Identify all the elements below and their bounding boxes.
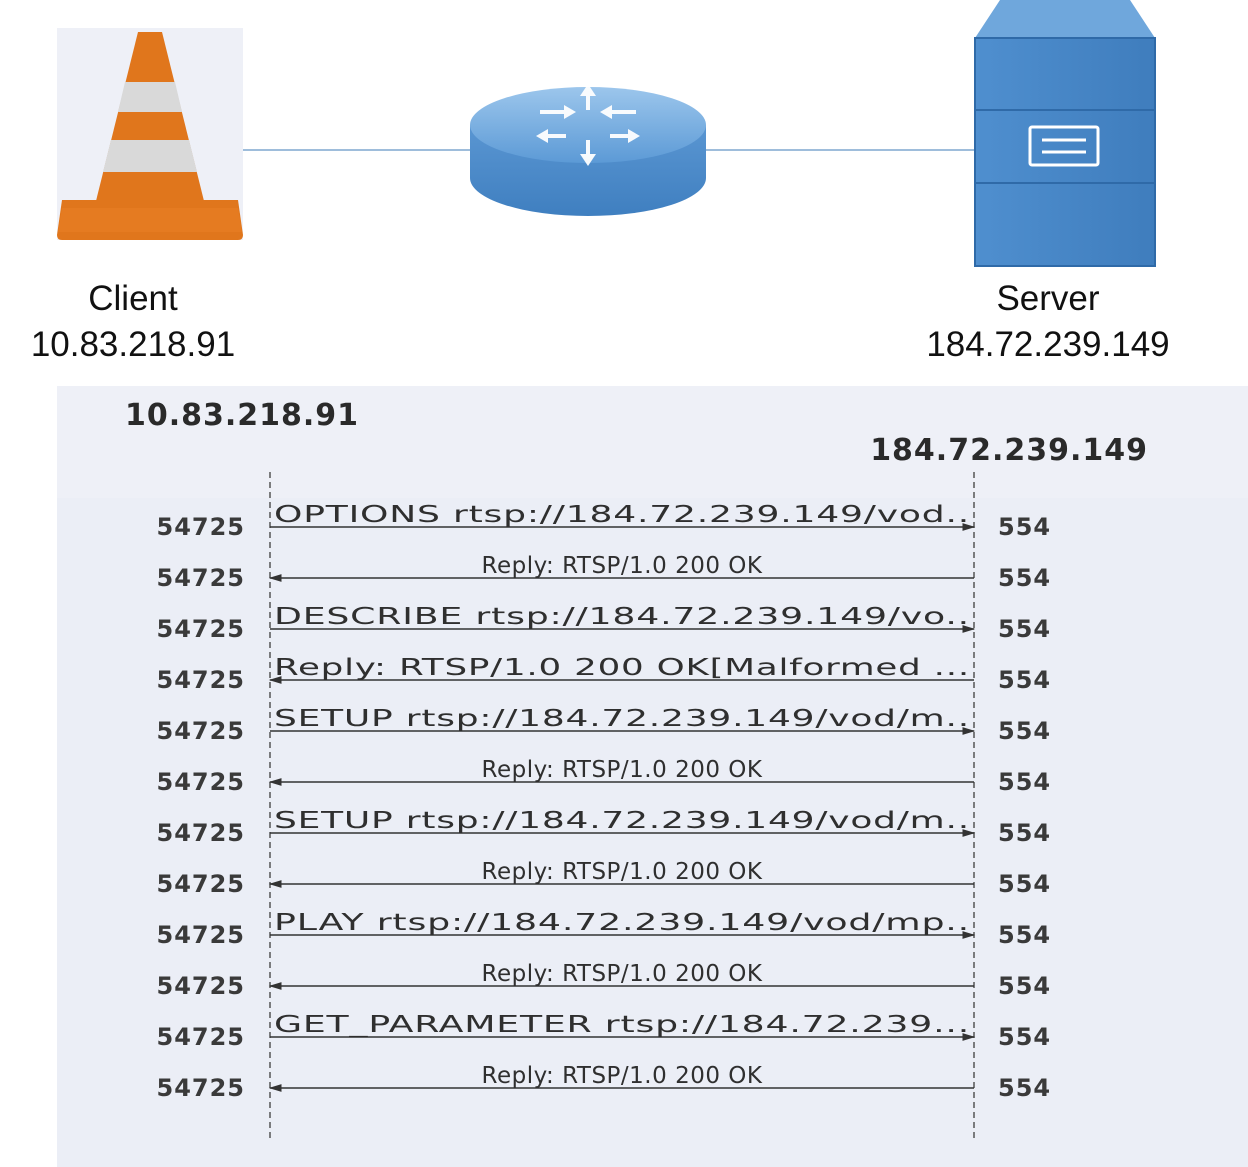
client-cone-icon — [57, 28, 243, 240]
client-port-label: 54725 — [157, 819, 246, 847]
server-port-label: 554 — [998, 666, 1051, 694]
message-label: Reply: RTSP/1.0 200 OK — [482, 553, 763, 579]
client-port-label: 54725 — [157, 1074, 246, 1102]
flow-row: 54725 554 OPTIONS rtsp://184.72.239.149/vo… — [157, 502, 1051, 541]
message-label: Reply: RTSP/1.0 200 OK — [482, 859, 763, 885]
message-label: PLAY rtsp://184.72.239.149/vod/mp.. — [274, 910, 970, 936]
client-port-label: 54725 — [157, 717, 246, 745]
server-name-label: Server — [996, 279, 1099, 318]
server-port-label: 554 — [998, 870, 1051, 898]
flow-row: 54725 554 SETUP rtsp://184.72.239.149/vod/… — [157, 808, 1051, 847]
server-port-label: 554 — [998, 717, 1051, 745]
flow-client-host: 10.83.218.91 — [125, 398, 359, 433]
client-port-label: 54725 — [157, 513, 246, 541]
flow-row: 54725 554 GET_PARAMETER rtsp://184.72.239.… — [157, 1012, 1051, 1051]
message-label: DESCRIBE rtsp://184.72.239.149/vo.. — [274, 604, 970, 630]
flow-row: 54725 554 DESCRIBE rtsp://184.72.239.149/v… — [157, 604, 1051, 643]
client-port-label: 54725 — [157, 564, 246, 592]
message-label: Reply: RTSP/1.0 200 OK — [482, 1063, 763, 1089]
client-port-label: 54725 — [157, 768, 246, 796]
flow-row: 54725 554 Reply: RTSP/1.0 200 OK[Malformed… — [157, 655, 1051, 694]
client-name-label: Client — [88, 279, 178, 318]
message-label: OPTIONS rtsp://184.72.239.149/vod.. — [274, 502, 970, 528]
flow-row: 54725 554 Reply: RTSP/1.0 200 OK — [157, 757, 1051, 796]
message-label: SETUP rtsp://184.72.239.149/vod/m.. — [274, 706, 970, 732]
client-port-label: 54725 — [157, 921, 246, 949]
server-port-label: 554 — [998, 564, 1051, 592]
client-port-label: 54725 — [157, 666, 246, 694]
client-port-label: 54725 — [157, 1023, 246, 1051]
server-port-label: 554 — [998, 513, 1051, 541]
flow-row: 54725 554 Reply: RTSP/1.0 200 OK — [157, 553, 1051, 592]
server-port-label: 554 — [998, 972, 1051, 1000]
client-ip-label: 10.83.218.91 — [31, 325, 235, 364]
server-port-label: 554 — [998, 921, 1051, 949]
message-label: Reply: RTSP/1.0 200 OK[Malformed ... — [274, 655, 970, 681]
flow-server-host: 184.72.239.149 — [870, 433, 1148, 468]
flow-row: 54725 554 SETUP rtsp://184.72.239.149/vod/… — [157, 706, 1051, 745]
server-port-label: 554 — [998, 768, 1051, 796]
flow-row: 54725 554 Reply: RTSP/1.0 200 OK — [157, 1063, 1051, 1102]
flow-row: 54725 554 Reply: RTSP/1.0 200 OK — [157, 961, 1051, 1000]
flow-row: 54725 554 PLAY rtsp://184.72.239.149/vod/m… — [157, 910, 1051, 949]
server-port-label: 554 — [998, 1074, 1051, 1102]
message-label: SETUP rtsp://184.72.239.149/vod/m.. — [274, 808, 970, 834]
flow-rows: 54725 554 OPTIONS rtsp://184.72.239.149/vo… — [157, 502, 1051, 1102]
server-ip-label: 184.72.239.149 — [926, 325, 1169, 364]
server-port-label: 554 — [998, 615, 1051, 643]
message-label: Reply: RTSP/1.0 200 OK — [482, 757, 763, 783]
client-port-label: 54725 — [157, 615, 246, 643]
server-port-label: 554 — [998, 819, 1051, 847]
server-icon — [974, 0, 1156, 267]
client-port-label: 54725 — [157, 870, 246, 898]
message-label: GET_PARAMETER rtsp://184.72.239... — [274, 1012, 970, 1038]
server-port-label: 554 — [998, 1023, 1051, 1051]
client-port-label: 54725 — [157, 972, 246, 1000]
flow-row: 54725 554 Reply: RTSP/1.0 200 OK — [157, 859, 1051, 898]
message-label: Reply: RTSP/1.0 200 OK — [482, 961, 763, 987]
router-icon — [470, 84, 706, 216]
